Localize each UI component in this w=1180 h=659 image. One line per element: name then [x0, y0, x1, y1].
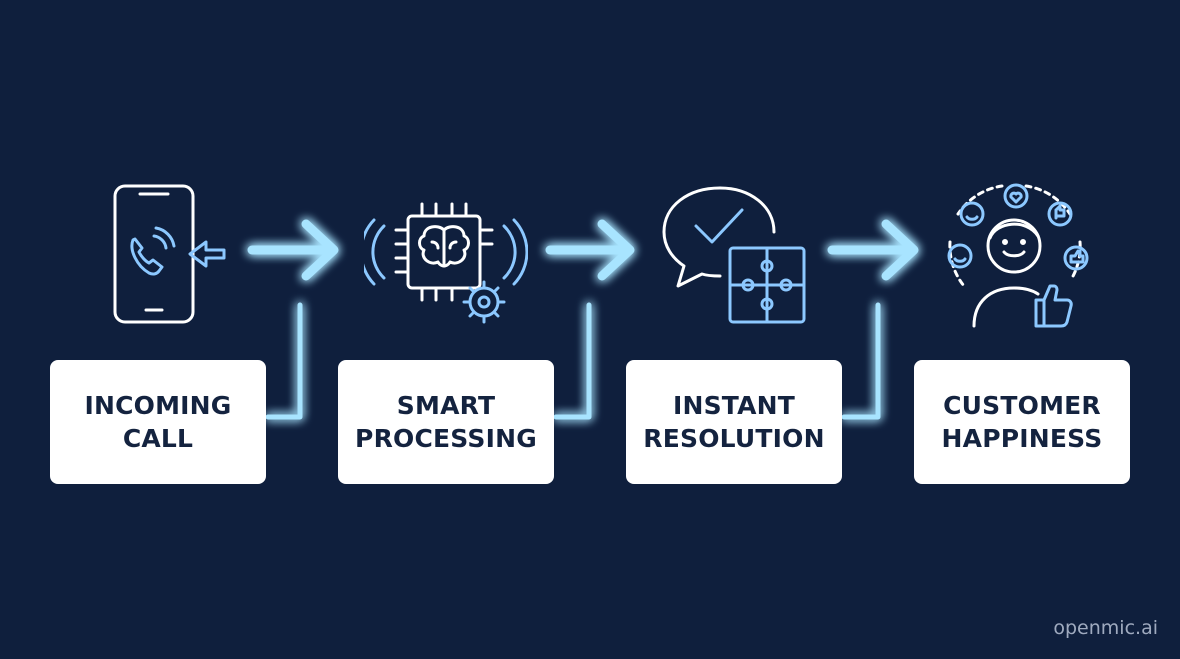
step-label: INCOMING CALL	[84, 389, 231, 455]
step-label-line1: INCOMING	[84, 391, 232, 420]
step-label-line1: CUSTOMER	[943, 391, 1101, 420]
step-box-smart-processing: SMART PROCESSING	[338, 360, 554, 484]
step-box-customer-happiness: CUSTOMER HAPPINESS	[914, 360, 1130, 484]
step-label-line2: RESOLUTION	[643, 424, 825, 453]
step-label: CUSTOMER HAPPINESS	[942, 389, 1103, 455]
connector-2	[553, 302, 592, 420]
step-label: INSTANT RESOLUTION	[643, 389, 824, 455]
connector-1	[265, 302, 303, 420]
flow-arrow-1	[247, 219, 339, 281]
brain-chip-gear-icon	[364, 202, 528, 324]
flow-arrow-3	[827, 219, 919, 281]
watermark: openmic.ai	[1053, 617, 1158, 639]
connector-3	[841, 302, 881, 420]
flow-arrow-2	[545, 219, 635, 281]
smartphone-incoming-call-icon	[113, 184, 226, 324]
step-label-line1: SMART	[396, 391, 496, 420]
step-box-incoming-call: INCOMING CALL	[50, 360, 266, 484]
step-label-line2: PROCESSING	[355, 424, 537, 453]
step-label: SMART PROCESSING	[355, 389, 537, 455]
chat-check-puzzle-icon	[662, 186, 806, 324]
step-label-line1: INSTANT	[672, 391, 796, 420]
step-label-line2: HAPPINESS	[941, 424, 1103, 453]
step-box-instant-resolution: INSTANT RESOLUTION	[626, 360, 842, 484]
happy-customer-thumbs-up-icon	[947, 183, 1089, 328]
step-label-line2: CALL	[122, 424, 194, 453]
